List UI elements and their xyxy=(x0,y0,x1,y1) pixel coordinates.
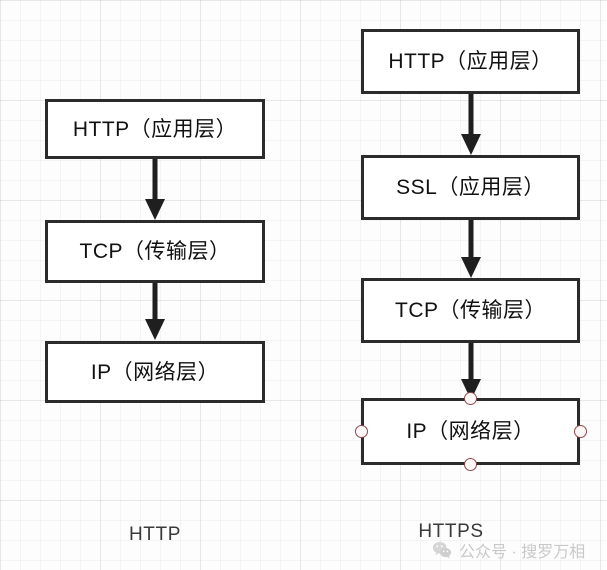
caption-right-https: HTTPS xyxy=(361,521,541,543)
node-right-http[interactable]: HTTP（应用层） xyxy=(361,29,580,94)
edge-left-http-to-tcp[interactable] xyxy=(143,159,167,221)
node-left-ip[interactable]: IP（网络层） xyxy=(45,341,265,403)
edge-left-tcp-to-ip[interactable] xyxy=(143,283,167,341)
resize-handle-left[interactable] xyxy=(355,425,368,438)
node-label: TCP（传输层） xyxy=(79,240,231,263)
watermark-text: 公众号 · 搜罗万相 xyxy=(459,544,586,561)
node-right-ip[interactable]: IP（网络层） xyxy=(361,398,580,465)
node-label: SSL（应用层） xyxy=(396,176,545,199)
wechat-icon xyxy=(432,541,451,559)
caption-text: HTTPS xyxy=(418,521,484,542)
edge-right-tcp-to-ip[interactable] xyxy=(459,343,483,401)
resize-handle-right[interactable] xyxy=(574,425,587,438)
node-label: HTTP（应用层） xyxy=(388,50,553,73)
caption-text: HTTP xyxy=(128,524,181,545)
watermark: 公众号 · 搜罗万相 xyxy=(432,538,585,562)
node-label: IP（网络层） xyxy=(406,420,535,443)
node-left-tcp[interactable]: TCP（传输层） xyxy=(45,220,265,283)
node-right-ssl[interactable]: SSL（应用层） xyxy=(361,155,580,220)
resize-handle-top[interactable] xyxy=(464,392,477,405)
node-label: TCP（传输层） xyxy=(395,299,546,322)
node-left-http[interactable]: HTTP（应用层） xyxy=(45,99,265,159)
node-label: HTTP（应用层） xyxy=(72,117,238,141)
edge-right-ssl-to-tcp[interactable] xyxy=(459,220,483,279)
node-label: IP（网络层） xyxy=(90,360,220,384)
node-right-tcp[interactable]: TCP（传输层） xyxy=(361,278,580,343)
resize-handle-bottom[interactable] xyxy=(464,458,477,471)
caption-left-http: HTTP xyxy=(45,524,265,546)
edge-right-http-to-ssl[interactable] xyxy=(459,94,483,156)
